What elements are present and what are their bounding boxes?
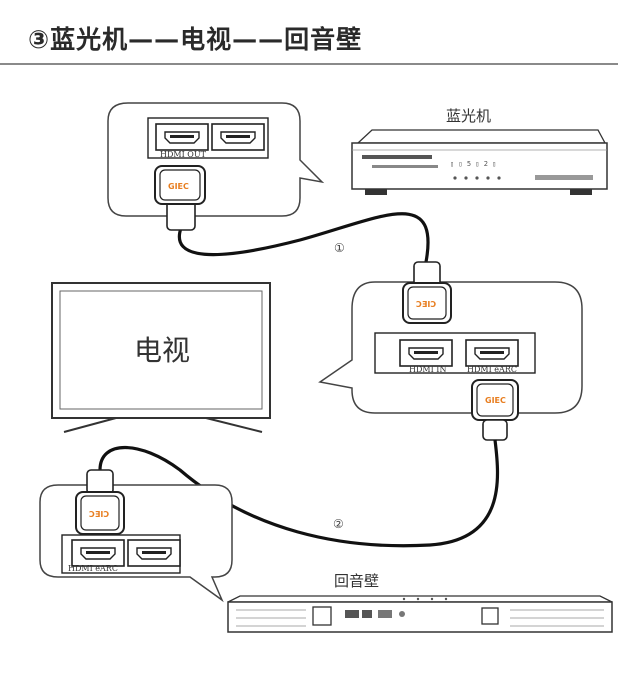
hdmi-connector-icon: ƆƎIƆ xyxy=(75,469,125,535)
bluray-player-icon: ▯ ▯ 5 ▯ 2 ▯ xyxy=(351,129,608,195)
cable-1-label: ① xyxy=(334,241,345,255)
connector-logo: GIEC xyxy=(485,396,506,405)
bluray-port-bubble: HDMI OUT xyxy=(107,102,325,217)
soundbar-label: 回音壁 xyxy=(334,572,379,590)
hdmi-port-icon xyxy=(465,339,519,367)
hdmi-port-icon xyxy=(211,123,265,151)
hdmi-connector-icon: ƆƎIƆ xyxy=(402,261,452,324)
title-divider xyxy=(0,63,618,65)
cable-1 xyxy=(177,212,430,263)
tv-in-port-label: HDMI IN xyxy=(409,365,446,374)
tv-port-bubble: HDMI IN HDMI eARC xyxy=(318,281,583,414)
bluray-port-label: HDMI OUT xyxy=(160,150,207,159)
connector-logo: GIEC xyxy=(168,182,189,191)
svg-text:▯ ▯ 5 ▯ 2 ▯: ▯ ▯ 5 ▯ 2 ▯ xyxy=(450,160,496,168)
cable-2 xyxy=(98,439,500,548)
connector-logo-mirrored: ƆƎIƆ xyxy=(89,510,109,519)
hdmi-port-icon xyxy=(399,339,453,367)
tv-earc-port-label: HDMI eARC xyxy=(467,365,517,374)
hdmi-port-icon xyxy=(127,539,181,567)
soundbar-port-bubble: HDMI eARC xyxy=(39,484,233,603)
bluray-label: 蓝光机 xyxy=(446,107,491,125)
connector-logo-mirrored: ƆƎIƆ xyxy=(416,300,436,309)
tv-label: 电视 xyxy=(134,334,190,367)
hdmi-port-icon xyxy=(155,123,209,151)
page-title: ③蓝光机——电视——回音壁 xyxy=(28,25,363,54)
cable-2-label: ② xyxy=(333,517,344,531)
hdmi-connector-icon: GIEC xyxy=(471,379,519,441)
soundbar-port-label: HDMI eARC xyxy=(68,564,118,573)
hdmi-connector-icon: GIEC xyxy=(154,165,206,231)
soundbar-icon xyxy=(227,595,613,633)
tv-icon: 电视 xyxy=(51,282,271,433)
hdmi-port-icon xyxy=(71,539,125,567)
